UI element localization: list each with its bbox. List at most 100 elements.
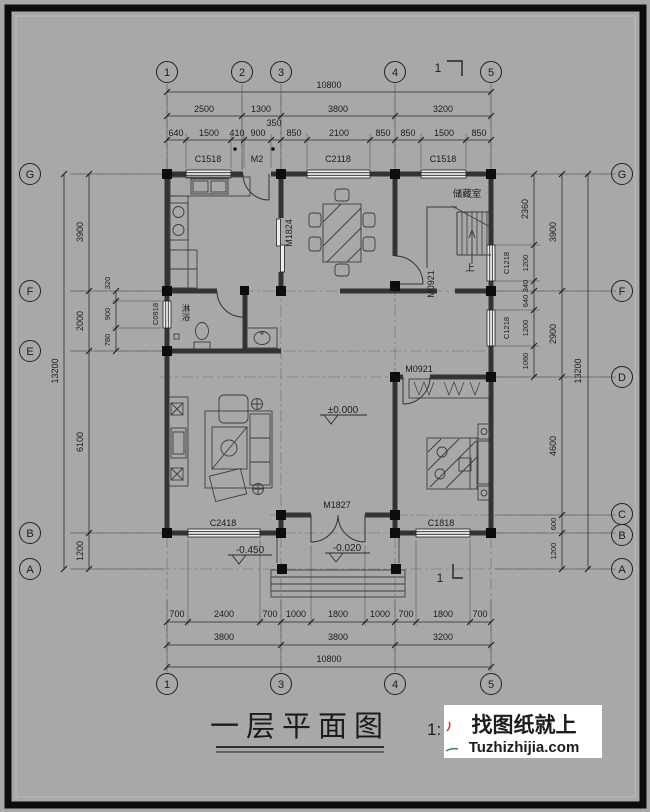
dim-label: 780 [103, 334, 112, 347]
grid-bubble-circle [611, 524, 633, 546]
dim-label: 3800 [328, 632, 348, 642]
level-label-ground: -0.450 [236, 545, 265, 556]
dim-label: 700 [169, 609, 184, 619]
door-label: M2 [251, 154, 264, 164]
dim-label: 1000 [286, 609, 306, 619]
grid-bubble-circle [156, 673, 178, 695]
dim-label: 1300 [251, 104, 271, 114]
dim-label: 350 [266, 118, 281, 128]
watermark: 找图纸就上 Tuzhizhijia.com [444, 705, 602, 758]
grid-bubble-circle [19, 280, 41, 302]
dim-label: 640 [521, 295, 530, 308]
window-c0918 [162, 300, 172, 329]
title-block: 一层平面图 1: [210, 711, 441, 753]
dim-label: 900 [103, 308, 112, 321]
dim-label: 3800 [214, 632, 234, 642]
grid-bubble-circle [231, 61, 253, 83]
grid-bubble-label: C [618, 509, 626, 521]
window-label: C2118 [325, 154, 351, 164]
dim-label: 2360 [520, 199, 530, 219]
stair-break-line [451, 205, 493, 229]
grid-bubble-circle [611, 280, 633, 302]
coffee-table [211, 426, 248, 470]
dim-label: 700 [262, 609, 277, 619]
dim-label: 10800 [316, 80, 341, 90]
right-dimensions: 13200 3900 2900 4600 600 1200 2360 1200 … [502, 199, 583, 559]
sofa-body [204, 410, 273, 489]
grid-bubble-circle [19, 340, 41, 362]
porch-steps [270, 537, 406, 598]
scale-prefix: 1: [427, 720, 441, 739]
grid-bubble-label: 5 [488, 679, 494, 691]
stair-up-arrow [468, 228, 476, 264]
dim-label: 2900 [548, 324, 558, 344]
window-c1218-lower [486, 309, 496, 347]
columns [162, 169, 496, 574]
grid-bubble-circle [611, 558, 633, 580]
watermark-box [444, 705, 602, 758]
grid-bubble-circle [384, 61, 406, 83]
section-marks [447, 60, 463, 579]
stair-up-label: 上 [465, 263, 475, 274]
grid-bubble-circle [270, 61, 292, 83]
grid-bubble-circle [480, 673, 502, 695]
dim-label: 3200 [433, 632, 453, 642]
window-label: C0918 [151, 303, 160, 325]
door-m0921-bedroom [402, 376, 431, 405]
bottom-dimensions: 700 2400 700 1000 1800 1000 700 1800 700… [169, 609, 487, 664]
page-title: 一层平面图 [210, 711, 390, 743]
window-label-c2418: C2418 [210, 518, 237, 528]
grid-bubble-label: E [26, 346, 33, 358]
dim-label: 3900 [548, 222, 558, 242]
dim-label: 1060 [521, 353, 530, 370]
window-c1518-left [185, 169, 232, 179]
plant-symbol-bottom [252, 483, 264, 495]
bedroom-furniture [408, 378, 491, 501]
dim-label: 1500 [434, 128, 454, 138]
dim-label: 3800 [328, 104, 348, 114]
window-c2118 [306, 169, 371, 179]
watermark-line1: 找图纸就上 [472, 713, 577, 737]
grid-bubble-circle [611, 163, 633, 185]
grid-bubble-circle [156, 61, 178, 83]
windows [162, 169, 496, 538]
window-label-c1818: C1818 [428, 518, 455, 528]
door-m1827-double [310, 514, 366, 543]
room-label-shower: 淋浴 [181, 303, 191, 322]
section-number-top: 1 [435, 61, 442, 75]
dim-label: 1200 [549, 543, 558, 560]
door-bathroom [216, 290, 244, 318]
door-m1824-sliding [276, 218, 285, 273]
dimension-ticks [60, 88, 592, 671]
door-label-m1827: M1827 [323, 500, 351, 510]
door-m2 [242, 173, 270, 201]
red-scribble [446, 721, 451, 732]
room-label-storage: 储藏室 [453, 188, 482, 200]
window-label: C1218 [502, 317, 511, 339]
level-marks [228, 414, 370, 565]
grid-bubble-circle [19, 522, 41, 544]
dim-label: 700 [398, 609, 413, 619]
dim-label: 1200 [521, 255, 530, 272]
grid-bubble-label: 3 [278, 67, 284, 79]
dim-label: 850 [286, 128, 301, 138]
dim-label: 900 [250, 128, 265, 138]
grid-bubble-label: A [26, 564, 34, 576]
grid-bubble-label: 1 [164, 679, 170, 691]
dim-label: 850 [471, 128, 486, 138]
basin-counter [246, 327, 278, 349]
window-label: C1518 [195, 154, 222, 164]
grid-bubble-circle [611, 366, 633, 388]
bed [426, 437, 478, 490]
grid-bubble-label: 4 [392, 67, 398, 79]
dim-label: 2500 [194, 104, 214, 114]
toilet [195, 322, 209, 340]
grid-bubble-label: 5 [488, 67, 494, 79]
sheet-frame [4, 4, 647, 809]
dim-label: 1800 [328, 609, 348, 619]
grid-bubble-label: D [618, 372, 626, 384]
green-scribble [445, 747, 459, 752]
plan-labels: 储藏室 淋浴 上 M1824 M0921 M0921 M1827 C2418 C… [181, 61, 481, 585]
